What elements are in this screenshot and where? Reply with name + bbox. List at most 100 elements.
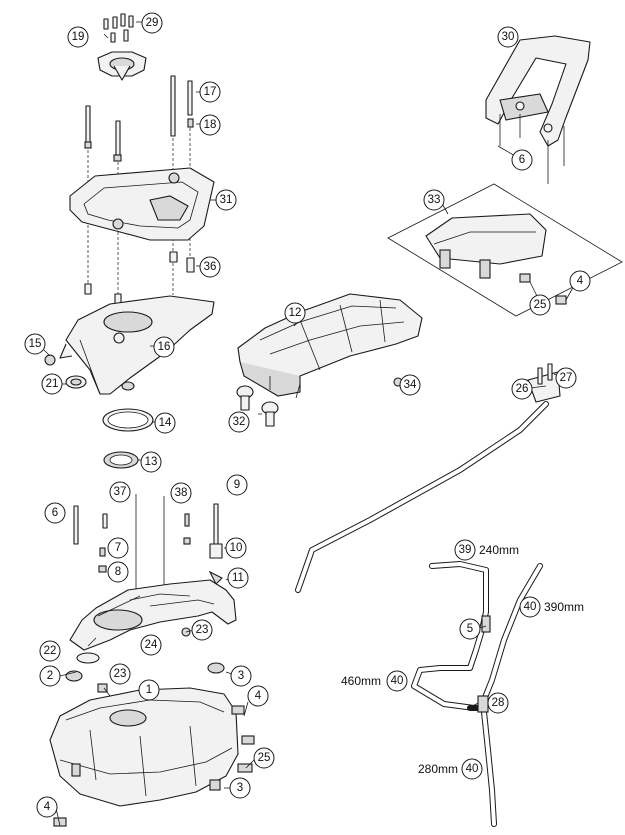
pillion-seat-frame bbox=[387, 183, 623, 317]
callout-25-seat: 25 bbox=[529, 294, 551, 316]
long-vent-hose bbox=[295, 401, 549, 593]
svg-text:36: 36 bbox=[204, 261, 217, 273]
svg-text:6: 6 bbox=[519, 154, 525, 166]
svg-text:3: 3 bbox=[238, 670, 244, 682]
svg-text:13: 13 bbox=[145, 456, 158, 468]
callout-3-top: 3 bbox=[230, 665, 252, 687]
callout-21: 21 bbox=[41, 373, 63, 395]
grommet-21 bbox=[65, 375, 87, 389]
svg-text:38: 38 bbox=[175, 487, 188, 499]
svg-text:27: 27 bbox=[560, 372, 573, 384]
hose-length-40-middle: 460mm bbox=[341, 674, 381, 688]
t-piece-28 bbox=[477, 695, 489, 713]
svg-text:12: 12 bbox=[289, 307, 302, 319]
svg-text:29: 29 bbox=[146, 17, 159, 29]
svg-text:15: 15 bbox=[29, 338, 42, 350]
callout-12: 12 bbox=[284, 302, 306, 324]
callout-38: 38 bbox=[170, 482, 192, 504]
svg-text:39: 39 bbox=[459, 544, 472, 556]
callout-39: 39 bbox=[454, 539, 476, 561]
callout-1: 1 bbox=[138, 679, 160, 701]
svg-text:7: 7 bbox=[115, 542, 121, 554]
callout-28: 28 bbox=[487, 692, 509, 714]
callout-4-left: 4 bbox=[36, 796, 58, 818]
callout-24: 24 bbox=[140, 634, 162, 656]
callout-33: 33 bbox=[423, 189, 445, 211]
svg-text:31: 31 bbox=[220, 194, 233, 206]
svg-text:37: 37 bbox=[114, 486, 127, 498]
svg-text:26: 26 bbox=[516, 383, 529, 395]
pump-bolts bbox=[73, 494, 223, 600]
callout-34: 34 bbox=[399, 374, 421, 396]
svg-text:5: 5 bbox=[467, 623, 473, 635]
svg-text:4: 4 bbox=[255, 690, 262, 702]
svg-text:17: 17 bbox=[204, 86, 217, 98]
svg-text:9: 9 bbox=[234, 479, 240, 491]
svg-text:4: 4 bbox=[44, 801, 51, 813]
spacers bbox=[84, 251, 195, 305]
callout-22: 22 bbox=[39, 640, 61, 662]
svg-text:40: 40 bbox=[524, 601, 537, 613]
callout-3-bottom: 3 bbox=[229, 777, 251, 799]
svg-text:24: 24 bbox=[145, 639, 158, 651]
svg-text:19: 19 bbox=[72, 31, 85, 43]
callout-4-right: 4 bbox=[247, 685, 269, 707]
vent-bracket-26 bbox=[527, 363, 561, 403]
fuel-tank bbox=[49, 687, 239, 807]
callout-37: 37 bbox=[109, 481, 131, 503]
callout-7: 7 bbox=[107, 537, 129, 559]
ring-13 bbox=[103, 451, 139, 469]
svg-text:25: 25 bbox=[534, 299, 547, 311]
callout-6-left: 6 bbox=[44, 502, 66, 524]
svg-text:22: 22 bbox=[44, 645, 57, 657]
callout-30: 30 bbox=[497, 26, 519, 48]
svg-text:30: 30 bbox=[502, 31, 515, 43]
svg-text:28: 28 bbox=[492, 697, 505, 709]
svg-text:16: 16 bbox=[158, 341, 171, 353]
hose-length-40-top: 390mm bbox=[544, 600, 584, 614]
callout-25-tank: 25 bbox=[253, 747, 275, 769]
svg-text:40: 40 bbox=[391, 675, 404, 687]
seat bbox=[237, 293, 423, 399]
svg-text:11: 11 bbox=[232, 572, 244, 584]
callout-4-seat: 4 bbox=[569, 270, 591, 292]
svg-text:40: 40 bbox=[466, 763, 479, 775]
svg-text:1: 1 bbox=[146, 684, 152, 696]
svg-text:14: 14 bbox=[159, 417, 172, 429]
svg-text:3: 3 bbox=[237, 782, 243, 794]
knob-15 bbox=[44, 354, 56, 366]
svg-text:34: 34 bbox=[404, 379, 417, 391]
grab-handle-bolts bbox=[499, 114, 565, 184]
callout-29: 29 bbox=[141, 12, 163, 34]
callout-15: 15 bbox=[24, 333, 46, 355]
callout-27: 27 bbox=[555, 367, 577, 389]
callout-6-right: 6 bbox=[511, 149, 533, 171]
svg-text:18: 18 bbox=[204, 119, 217, 131]
svg-text:4: 4 bbox=[577, 275, 584, 287]
tank-cover bbox=[59, 295, 215, 395]
callout-26: 26 bbox=[511, 378, 533, 400]
fuel-cap bbox=[97, 51, 147, 81]
callout-18: 18 bbox=[199, 114, 221, 136]
callout-40-top: 40 bbox=[519, 596, 541, 618]
long-bolts bbox=[84, 75, 194, 162]
pillion-seat bbox=[425, 213, 547, 279]
callout-36: 36 bbox=[199, 256, 221, 278]
callout-40-middle: 40 bbox=[386, 670, 408, 692]
svg-text:21: 21 bbox=[46, 378, 59, 390]
callout-8: 8 bbox=[107, 561, 129, 583]
svg-text:23: 23 bbox=[196, 624, 209, 636]
svg-text:32: 32 bbox=[233, 416, 246, 428]
hose-network bbox=[411, 561, 543, 827]
callout-14: 14 bbox=[154, 412, 176, 434]
fuel-cap-screws bbox=[103, 13, 134, 43]
grab-handle bbox=[485, 35, 591, 147]
seat-buffers bbox=[236, 385, 279, 427]
svg-text:2: 2 bbox=[47, 670, 53, 682]
callout-11: 11 bbox=[227, 567, 249, 589]
svg-text:8: 8 bbox=[115, 566, 121, 578]
hose-length-40-bottom: 280mm bbox=[418, 762, 458, 776]
svg-text:10: 10 bbox=[230, 542, 243, 554]
hose-length-39: 240mm bbox=[479, 543, 519, 557]
